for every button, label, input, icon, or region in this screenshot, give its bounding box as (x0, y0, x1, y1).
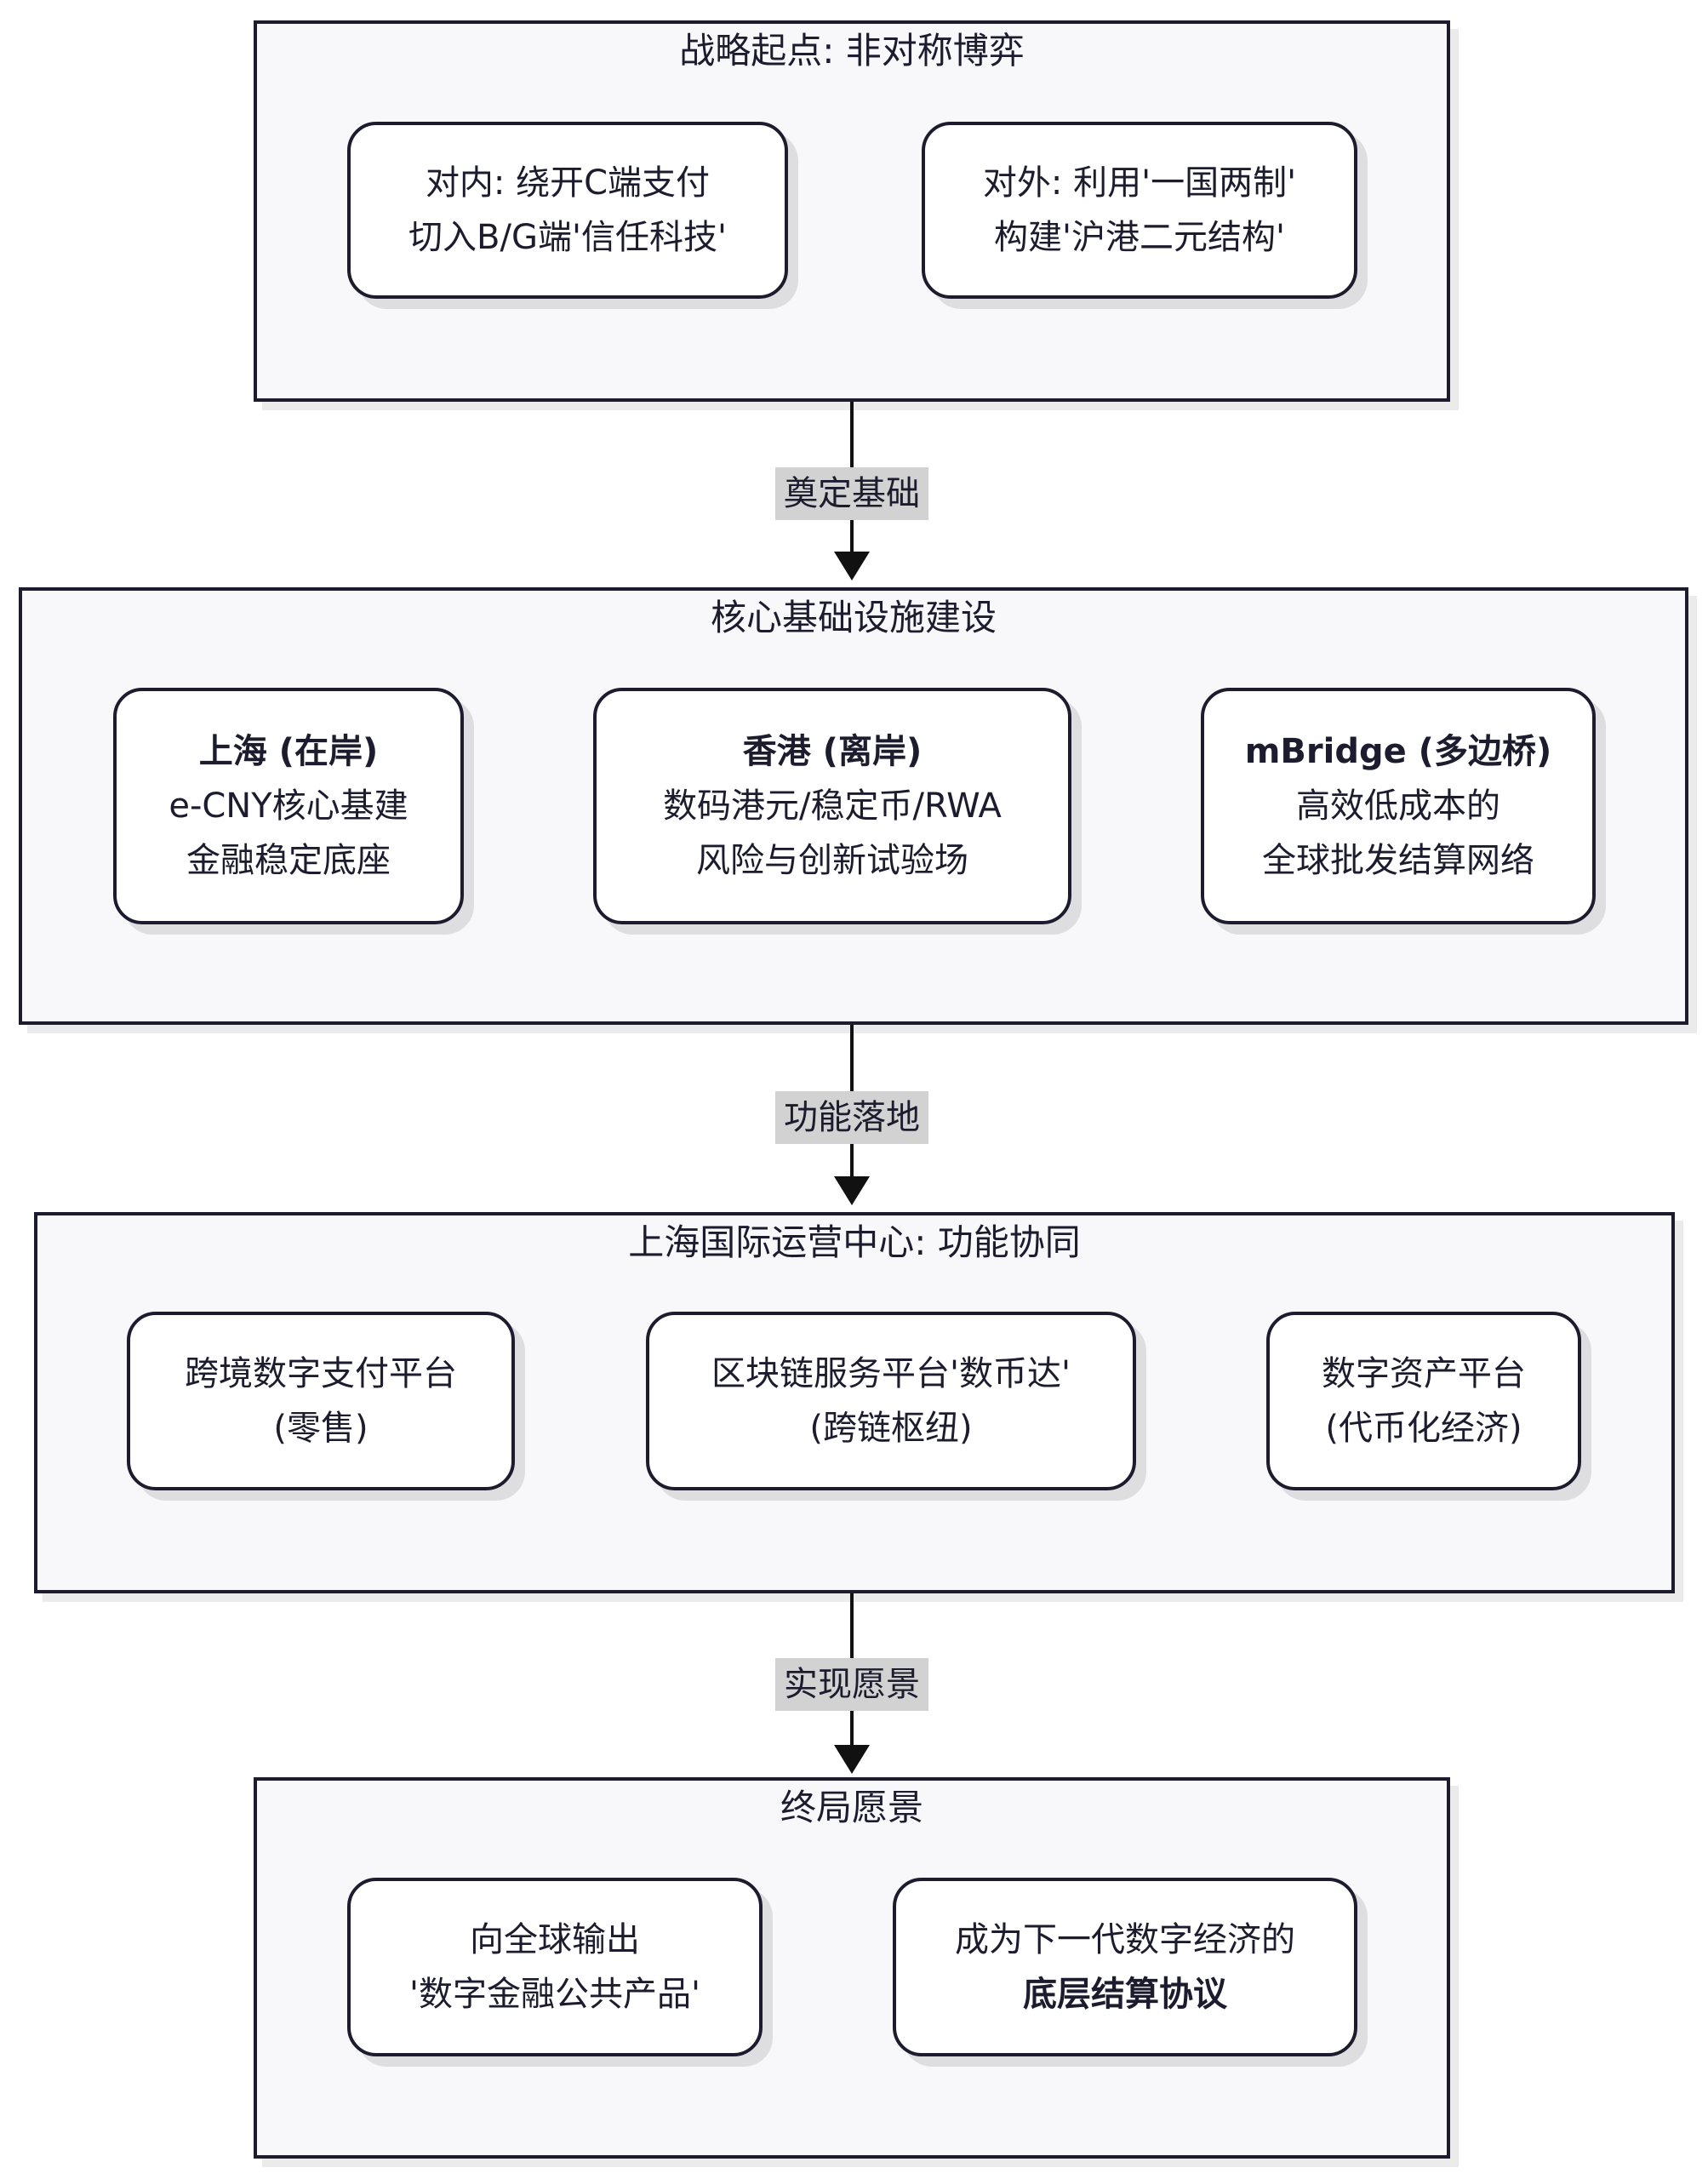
node-hongkong-line1: 数码港元/稳定币/RWA (663, 786, 1002, 826)
node-external-line2: 构建'沪港二元结构' (994, 218, 1285, 257)
cluster-vision-title: 终局愿景 (780, 1787, 923, 1828)
node-mbridge-line2: 全球批发结算网络 (1262, 841, 1534, 880)
node-shanghai-line1: e-CNY核心基建 (169, 786, 408, 826)
node-protocol-line2: 底层结算协议 (1023, 1975, 1227, 2014)
node-shanghai-onshore[interactable]: 上海 (在岸) e-CNY核心基建 金融稳定底座 (113, 688, 464, 924)
node-assets-line1: 数字资产平台 (1322, 1354, 1526, 1393)
node-assets-line2: (代币化经济) (1325, 1409, 1522, 1448)
node-payment-line2: (零售) (273, 1409, 368, 1448)
node-export-line2: '数字金融公共产品' (409, 1975, 700, 2014)
node-mbridge[interactable]: mBridge (多边桥) 高效低成本的 全球批发结算网络 (1201, 688, 1596, 924)
node-external-line1: 对外: 利用'一国两制' (982, 163, 1297, 203)
cluster-infrastructure-title: 核心基础设施建设 (710, 597, 997, 638)
edge-foundation-arrowhead (834, 552, 870, 580)
node-protocol-line1: 成为下一代数字经济的 (955, 1920, 1295, 1959)
node-settlement-protocol[interactable]: 成为下一代数字经济的 底层结算协议 (893, 1878, 1357, 2056)
node-domestic-line2: 切入B/G端'信任科技' (408, 218, 727, 257)
node-export-line1: 向全球输出 (470, 1920, 640, 1959)
node-blockchain-platform[interactable]: 区块链服务平台'数币达' (跨链枢纽) (646, 1312, 1136, 1490)
edge-vision-label: 实现愿景 (775, 1658, 928, 1711)
node-payment-platform[interactable]: 跨境数字支付平台 (零售) (127, 1312, 515, 1490)
edge-implementation-arrowhead (834, 1176, 870, 1205)
node-digital-assets-platform[interactable]: 数字资产平台 (代币化经济) (1266, 1312, 1581, 1490)
node-blockchain-line2: (跨链枢纽) (809, 1409, 973, 1448)
edge-vision-arrowhead (834, 1745, 870, 1774)
cluster-strategy-title: 战略起点: 非对称博弈 (679, 30, 1025, 71)
node-hongkong-line2: 风险与创新试验场 (696, 841, 968, 880)
node-shanghai-line2: 金融稳定底座 (186, 841, 391, 880)
node-domestic-strategy[interactable]: 对内: 绕开C端支付 切入B/G端'信任科技' (347, 122, 788, 299)
node-blockchain-line1: 区块链服务平台'数币达' (711, 1354, 1071, 1393)
edge-implementation-label: 功能落地 (775, 1091, 928, 1144)
node-mbridge-title: mBridge (多边桥) (1244, 732, 1552, 771)
node-domestic-line1: 对内: 绕开C端支付 (425, 163, 711, 203)
node-hongkong-title: 香港 (离岸) (742, 732, 923, 771)
node-external-strategy[interactable]: 对外: 利用'一国两制' 构建'沪港二元结构' (922, 122, 1357, 299)
node-export-public-goods[interactable]: 向全球输出 '数字金融公共产品' (347, 1878, 763, 2056)
node-hongkong-offshore[interactable]: 香港 (离岸) 数码港元/稳定币/RWA 风险与创新试验场 (593, 688, 1071, 924)
cluster-operations-title: 上海国际运营中心: 功能协同 (628, 1221, 1081, 1263)
edge-foundation-label: 奠定基础 (775, 467, 928, 520)
node-mbridge-line1: 高效低成本的 (1296, 786, 1500, 826)
node-payment-line1: 跨境数字支付平台 (185, 1354, 457, 1393)
node-shanghai-title: 上海 (在岸) (198, 732, 379, 771)
